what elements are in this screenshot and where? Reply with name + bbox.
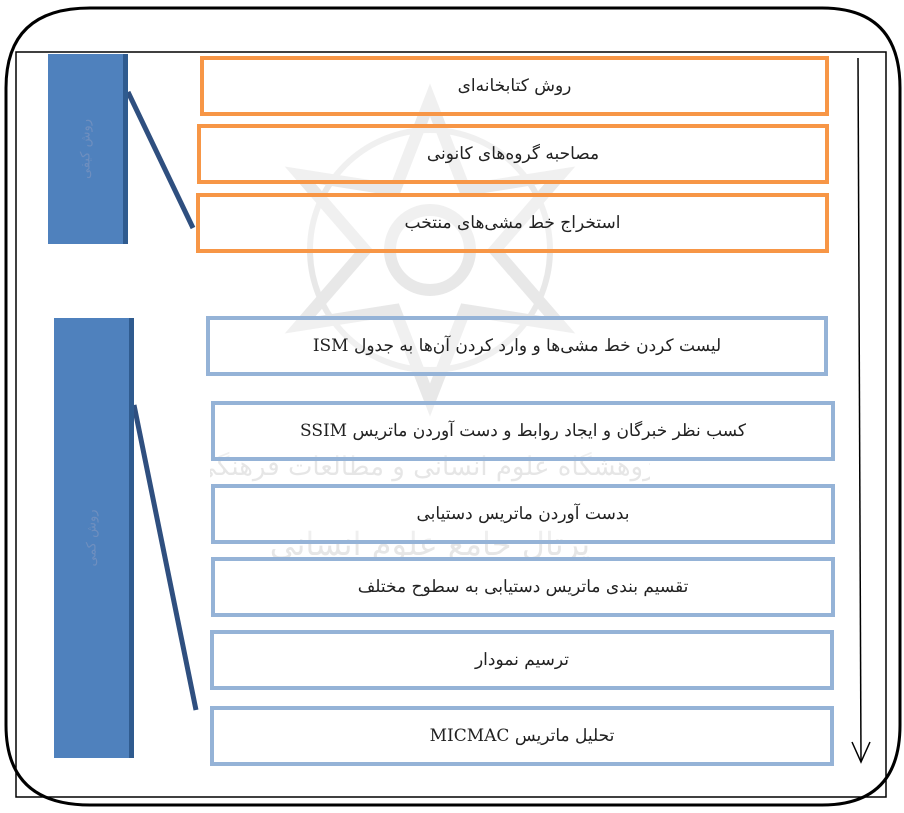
qualitative-method-bar: روش کیفی [48, 54, 128, 244]
quantitative-step-ssim: کسب نظر خبرگان و ایجاد روابط و دست آوردن… [211, 401, 835, 461]
quantitative-method-label: روش کمی [84, 509, 99, 567]
flow-arrow [851, 57, 871, 764]
qualitative-connector [125, 90, 196, 230]
outer-frame [4, 6, 902, 807]
qualitative-step-library: روش کتابخانه‌ای [200, 56, 829, 116]
quantitative-step-micmac: تحلیل ماتریس MICMAC [210, 706, 834, 766]
quantitative-step-draw-graph: ترسیم نمودار [210, 630, 834, 690]
qualitative-step-extract-policies: استخراج خط مشی‌های منتخب [196, 193, 829, 253]
quantitative-step-reachability: بدست آوردن ماتریس دستیابی [211, 484, 835, 544]
qualitative-method-label: روش کیفی [78, 118, 93, 180]
watermark-line-1: پژوهشگاه علوم انسانی و مطالعات فرهنگی [210, 451, 650, 482]
qualitative-step-focus-groups: مصاحبه گروه‌های کانونی [197, 124, 829, 184]
inner-frame [15, 51, 887, 798]
quantitative-step-levels: تقسیم بندی ماتریس دستیابی به سطوح مختلف [211, 557, 835, 617]
quantitative-connector [131, 404, 199, 711]
quantitative-method-bar: روش کمی [54, 318, 134, 758]
quantitative-step-list-policies: لیست کردن خط مشی‌ها و وارد کردن آن‌ها به… [206, 316, 828, 376]
